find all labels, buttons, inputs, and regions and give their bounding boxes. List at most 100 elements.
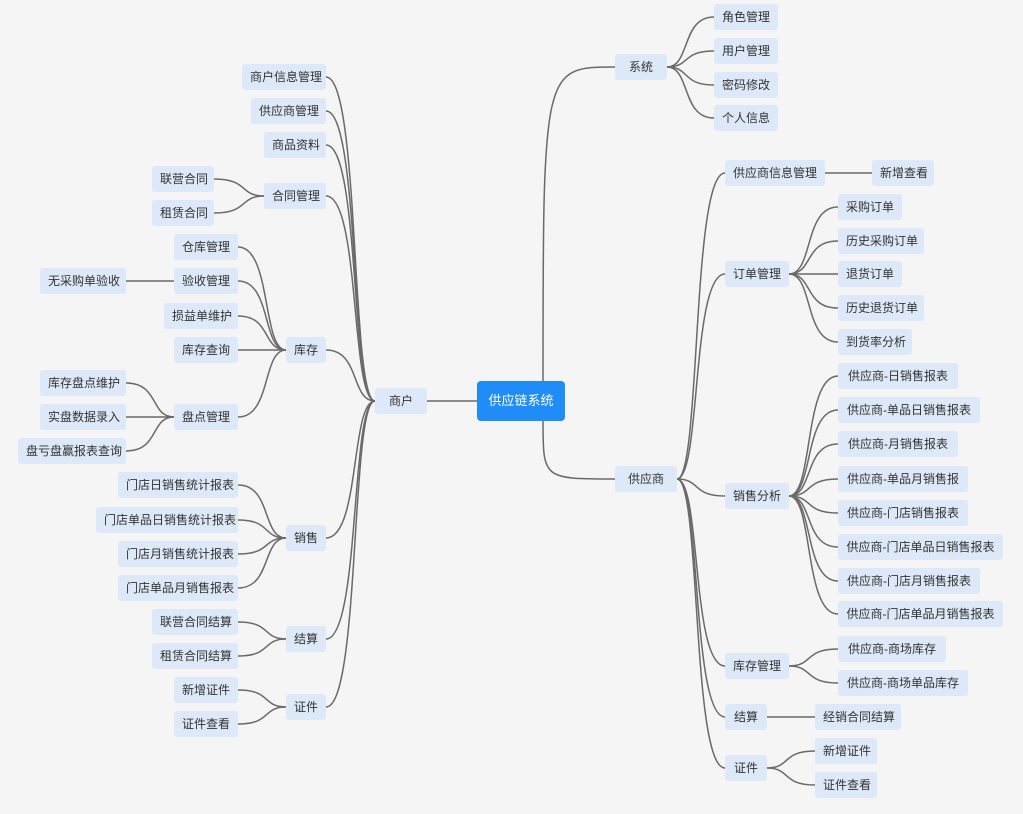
merchant-inventory-node[interactable]: 库存 <box>286 337 326 363</box>
connector-line <box>788 375 839 497</box>
supplier-order-item-node[interactable]: 退货订单 <box>838 261 902 287</box>
merchant-goods-node[interactable]: 商品资料 <box>264 132 326 158</box>
supplier-settlement-node[interactable]: 结算 <box>725 704 767 730</box>
supplier-sales-report-node[interactable]: 供应商-门店月销售报表 <box>838 568 980 594</box>
supplier-stock-item-node[interactable]: 供应商-商场库存 <box>838 636 946 662</box>
merchant-info-mgmt-node[interactable]: 商户信息管理 <box>242 64 326 90</box>
supplier-sales-analysis-node[interactable]: 销售分析 <box>725 483 789 509</box>
supplier-certificate-add-node[interactable]: 新增证件 <box>815 738 877 764</box>
supplier-stock-mgmt-node[interactable]: 库存管理 <box>725 653 789 679</box>
merchant-certificate-node[interactable]: 证件 <box>286 694 326 720</box>
connector-line <box>666 66 715 119</box>
connector-line <box>237 706 287 725</box>
supplier-order-item-node[interactable]: 历史采购订单 <box>838 228 924 254</box>
merchant-contract-item-node[interactable]: 租赁合同 <box>152 200 214 226</box>
supplier-sales-report-node[interactable]: 供应商-单品日销售报表 <box>838 397 980 423</box>
system-password-node[interactable]: 密码修改 <box>714 72 778 98</box>
merchant-certificate-add-node[interactable]: 新增证件 <box>174 677 238 703</box>
supplier-sales-report-node[interactable]: 供应商-门店单品月销售报表 <box>838 601 1003 627</box>
merchant-settlement-node[interactable]: 结算 <box>286 626 326 652</box>
connector-line <box>325 400 376 539</box>
merchant-settlement-item-node[interactable]: 联营合同结算 <box>152 609 238 635</box>
connector-line <box>666 16 715 68</box>
merchant-certificate-view-node[interactable]: 证件查看 <box>174 711 238 737</box>
connector-line <box>542 420 616 480</box>
connector-line <box>325 195 376 402</box>
merchant-stocktake-item-node[interactable]: 盘亏盘赢报表查询 <box>18 438 126 464</box>
merchant-node[interactable]: 商户 <box>375 388 427 414</box>
system-node[interactable]: 系统 <box>615 54 667 80</box>
supplier-sales-report-node[interactable]: 供应商-单品月销售报 <box>838 466 968 492</box>
merchant-sales-node[interactable]: 销售 <box>286 525 326 551</box>
connector-line <box>788 206 839 275</box>
supplier-certificate-node[interactable]: 证件 <box>725 755 767 781</box>
merchant-contract-item-node[interactable]: 联营合同 <box>152 166 214 192</box>
connector-line <box>666 50 715 68</box>
connector-line <box>237 689 287 708</box>
merchant-supplier-mgmt-node[interactable]: 供应商管理 <box>251 98 326 124</box>
connector-line <box>788 495 839 548</box>
connector-line <box>766 750 816 769</box>
connector-line <box>325 400 376 708</box>
supplier-info-view-node[interactable]: 新增查看 <box>872 160 934 186</box>
supplier-settlement-item-node[interactable]: 经销合同结算 <box>815 704 901 730</box>
connector-line <box>542 66 616 382</box>
connector-line <box>237 519 287 539</box>
connector-line <box>676 478 726 667</box>
supplier-sales-report-node[interactable]: 供应商-门店销售报表 <box>838 500 968 526</box>
root-node[interactable]: 供应链系统 <box>477 381 565 421</box>
connector-line <box>125 382 175 418</box>
connector-line <box>237 484 287 539</box>
merchant-acceptance-node[interactable]: 验收管理 <box>174 268 238 294</box>
connector-line <box>788 273 839 343</box>
supplier-order-mgmt-node[interactable]: 订单管理 <box>725 261 789 287</box>
merchant-sales-report-node[interactable]: 门店月销售统计报表 <box>118 541 238 567</box>
merchant-sales-report-node[interactable]: 门店单品月销售报表 <box>118 575 238 601</box>
merchant-sales-report-node[interactable]: 门店日销售统计报表 <box>118 472 238 498</box>
merchant-warehouse-node[interactable]: 仓库管理 <box>174 234 238 260</box>
system-profile-node[interactable]: 个人信息 <box>714 105 778 131</box>
supplier-sales-report-node[interactable]: 供应商-月销售报表 <box>838 431 958 457</box>
connector-line <box>237 621 287 640</box>
supplier-sales-report-node[interactable]: 供应商-门店单品日销售报表 <box>838 534 1003 560</box>
merchant-stocktake-item-node[interactable]: 库存盘点维护 <box>40 370 126 396</box>
connector-line <box>325 110 376 402</box>
supplier-order-item-node[interactable]: 采购订单 <box>838 194 902 220</box>
connector-line <box>237 280 287 351</box>
supplier-certificate-view-node[interactable]: 证件查看 <box>815 772 877 798</box>
merchant-acceptance-item-node[interactable]: 无采购单验收 <box>40 268 126 294</box>
supplier-stock-item-node[interactable]: 供应商-商场单品库存 <box>838 670 968 696</box>
supplier-node[interactable]: 供应商 <box>615 466 677 492</box>
merchant-contract-node[interactable]: 合同管理 <box>264 183 326 209</box>
connector-line <box>788 495 839 582</box>
supplier-sales-report-node[interactable]: 供应商-日销售报表 <box>838 363 958 389</box>
connector-line <box>325 144 376 402</box>
supplier-order-item-node[interactable]: 历史退货订单 <box>838 295 924 321</box>
connector-line <box>213 195 265 214</box>
connector-line <box>237 537 287 589</box>
connector-line <box>325 349 376 402</box>
supplier-info-mgmt-node[interactable]: 供应商信息管理 <box>725 160 825 186</box>
merchant-stocktake-node[interactable]: 盘点管理 <box>174 404 238 430</box>
connector-line <box>676 273 726 480</box>
system-user-mgmt-node[interactable]: 用户管理 <box>714 38 778 64</box>
connector-line <box>788 665 839 684</box>
connector-line <box>325 400 376 640</box>
merchant-profit-loss-node[interactable]: 损益单维护 <box>164 303 238 329</box>
connector-line <box>237 638 287 657</box>
connector-line <box>125 416 175 452</box>
merchant-stock-query-node[interactable]: 库存查询 <box>174 337 238 363</box>
merchant-sales-report-node[interactable]: 门店单品日销售统计报表 <box>96 507 238 533</box>
system-role-mgmt-node[interactable]: 角色管理 <box>714 4 778 30</box>
connector-line <box>788 443 839 497</box>
connector-line <box>788 240 839 275</box>
connector-line <box>237 349 287 418</box>
connector-line <box>237 315 287 351</box>
supplier-order-item-node[interactable]: 到货率分析 <box>838 329 912 355</box>
merchant-stocktake-item-node[interactable]: 实盘数据录入 <box>40 404 126 430</box>
connector-line <box>237 246 287 351</box>
connector-line <box>788 648 839 667</box>
merchant-settlement-item-node[interactable]: 租赁合同结算 <box>152 643 238 669</box>
